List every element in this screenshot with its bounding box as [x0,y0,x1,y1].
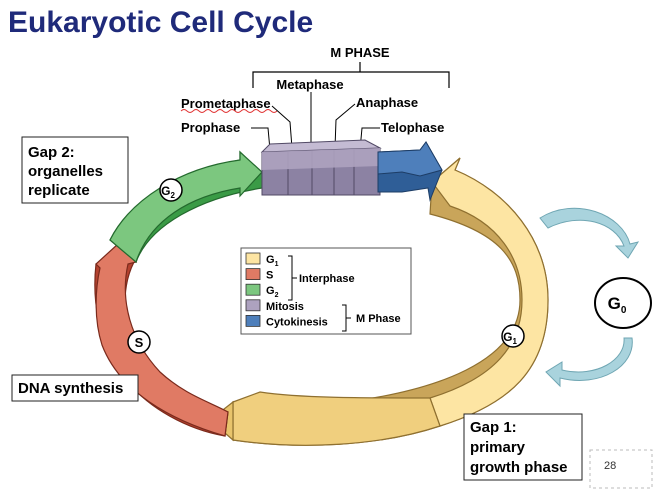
legend-label-3: Mitosis [266,301,304,313]
page-number: 28 [604,460,616,472]
g0-upper-arrow [539,207,640,259]
g2-marker: G2 [159,178,183,202]
legend-mphase-bracket [342,304,351,332]
m-phase-bracket: M PHASE Metaphase Prometaphase Anaphase … [180,45,450,151]
dna-synthesis-box: DNA synthesis [11,374,139,402]
dna-box-frame [11,374,139,402]
g0-loop: G0 [539,207,652,388]
mitosis-block [260,139,382,196]
spellcheck-underline [180,109,278,113]
legend-label-0: G1 [266,254,279,268]
s-marker-circle [127,330,151,354]
gap2-line-1: Gap 2: [28,144,75,161]
page-title: Eukaryotic Cell Cycle [8,6,313,39]
prometaphase-pointer [271,105,293,149]
prophase-label: Prophase [181,120,240,135]
gap2-line-2: organelles [28,163,103,180]
legend-label-2: G2 [266,285,279,299]
g2-arc-arrow [109,150,263,264]
g1-arc-front [232,391,441,446]
legend-swatch-2 [245,283,261,296]
cytokinesis-arrow [377,141,443,202]
g2-marker-circle [159,178,183,202]
legend-interphase-label: Interphase [299,273,355,285]
gap1-box: Gap 1: primary growth phase [463,413,583,481]
legend-swatch-0 [245,252,261,265]
gap2-line-3: replicate [28,182,90,199]
interphase-bracket [288,255,297,301]
g2-marker-label: G2 [161,184,175,200]
g1-arc-top [429,157,549,427]
anaphase-label: Anaphase [356,95,418,110]
legend-swatch-4 [245,314,261,327]
gap1-line-3: growth phase [470,459,568,476]
g0-label: G0 [608,294,627,316]
gap1-box-frame [463,413,583,481]
s-arc-arrow [94,243,229,437]
prometaphase-label: Prometaphase [181,96,271,111]
legend-label-4: Cytokinesis [266,316,328,328]
s-marker: S [127,330,151,354]
dna-synthesis-label: DNA synthesis [18,380,123,397]
g1-marker-label: G1 [503,330,517,346]
m-phase-bracket-line [252,62,450,88]
gap1-line-2: primary [470,439,526,456]
mitosis-block-highlight [262,148,380,170]
legend-swatch-3 [245,299,261,312]
gap2-box-frame [21,136,129,204]
m-phase-label: M PHASE [330,45,390,60]
legend-mphase-label: M Phase [356,313,401,325]
g0-lower-arrow [545,337,633,388]
page-number-frame [589,449,653,489]
g0-circle [594,277,652,329]
page-number-box: 28 [589,449,653,489]
legend-label-1: S [266,270,273,282]
telophase-label: Telophase [381,120,444,135]
legend-frame [240,247,412,335]
s-marker-label: S [135,335,144,350]
g1-marker: G1 [501,324,525,348]
metaphase-label: Metaphase [276,77,343,92]
gap1-line-1: Gap 1: [470,419,517,436]
cytokinesis-top [377,141,443,177]
legend-swatch-1 [245,268,261,281]
anaphase-pointer [334,103,356,149]
g1-marker-circle [501,324,525,348]
s-arc-top [95,243,229,437]
gap2-box: Gap 2: organelles replicate [21,136,129,204]
prophase-pointer [251,127,271,151]
